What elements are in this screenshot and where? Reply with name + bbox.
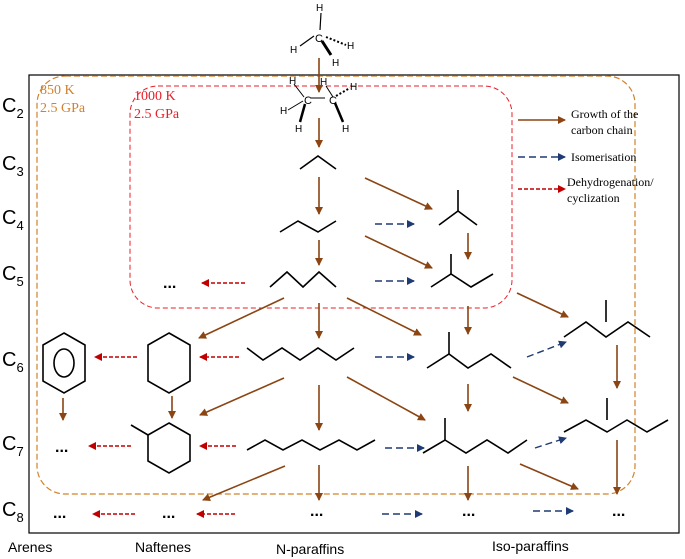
ethane-hydrogen: H bbox=[289, 76, 296, 87]
growth-arrow bbox=[346, 376, 426, 421]
hexane-molecule bbox=[246, 347, 355, 361]
legend-dehydrogenation-label-line1: Dehydrogenation/ bbox=[567, 175, 654, 189]
isomerisation-arrow bbox=[534, 436, 567, 449]
ethane-carbon-2: C bbox=[329, 95, 337, 107]
ethane-molecule: C C H H H H H H bbox=[280, 76, 357, 135]
pentane-molecule bbox=[269, 270, 337, 289]
legend-isomerisation-label: Isomerisation bbox=[571, 150, 636, 164]
legend-growth-label-line1: Growth of the bbox=[571, 107, 638, 121]
c8-arene-ellipsis: ... bbox=[53, 505, 66, 522]
ethane-hydrogen: H bbox=[342, 124, 349, 135]
butane-molecule bbox=[279, 220, 337, 233]
outer-region-pressure: 2.5 GPa bbox=[40, 101, 86, 116]
growth-arrow bbox=[512, 376, 569, 404]
growth-arrow bbox=[364, 177, 433, 210]
legend-dehydrogenation-label-line2: cyclization bbox=[567, 191, 620, 205]
c8-iso-paraffin-ellipsis: ... bbox=[462, 503, 475, 520]
methane-hydrogen-top: H bbox=[316, 3, 323, 14]
column-label-naftenes: Naftenes bbox=[135, 539, 191, 555]
legend-growth-label-line2: carbon chain bbox=[571, 123, 633, 137]
ethane-hydrogen: H bbox=[280, 106, 287, 117]
isohexane-molecule bbox=[426, 332, 512, 369]
isoheptane-molecule bbox=[422, 418, 528, 454]
ethane-hydrogen: H bbox=[295, 124, 302, 135]
c8-branched-iso-paraffin-ellipsis: ... bbox=[612, 503, 625, 520]
carbon-label-c4: C4 bbox=[2, 207, 24, 233]
inner-region-pressure: 2.5 GPa bbox=[134, 107, 180, 122]
column-label-n-paraffins: N-paraffins bbox=[276, 541, 344, 557]
c8-naftene-ellipsis: ... bbox=[162, 505, 175, 522]
carbon-label-c7: C7 bbox=[2, 433, 24, 459]
carbon-label-c6: C6 bbox=[2, 349, 24, 375]
growth-arrow bbox=[516, 292, 569, 318]
c8-n-paraffin-ellipsis: ... bbox=[310, 503, 323, 520]
isopentane-molecule bbox=[430, 254, 494, 288]
isomerisation-arrow bbox=[526, 340, 567, 358]
ethane-hydrogen: H bbox=[350, 82, 357, 93]
column-label-iso-paraffins: Iso-paraffins bbox=[492, 538, 569, 554]
benzene-molecule bbox=[42, 332, 86, 394]
diagram-frame bbox=[28, 74, 680, 534]
carbon-label-c8: C8 bbox=[2, 499, 24, 525]
inner-region-temperature: 1000 K bbox=[134, 89, 176, 104]
methylcyclohexane-molecule bbox=[130, 422, 191, 474]
methane-molecule: C H H H H bbox=[290, 3, 354, 69]
3-methylhexane-molecule bbox=[563, 398, 669, 433]
growth-arrow bbox=[202, 465, 286, 502]
growth-arrow bbox=[364, 235, 433, 269]
growth-arrow bbox=[198, 297, 285, 339]
c7-arene-ellipsis: ... bbox=[55, 439, 68, 456]
carbon-label-c5: C5 bbox=[2, 263, 24, 289]
propane-molecule bbox=[299, 155, 337, 170]
ethane-hydrogen: H bbox=[320, 77, 327, 88]
region-850k-boundary bbox=[36, 75, 636, 495]
methane-carbon-atom: C bbox=[315, 33, 323, 45]
carbon-label-c3: C3 bbox=[2, 153, 24, 179]
benzene-aromatic-ring bbox=[53, 348, 75, 378]
3-methylpentane-molecule bbox=[563, 300, 651, 338]
growth-arrow bbox=[199, 377, 285, 416]
methane-hydrogen-right: H bbox=[347, 41, 354, 52]
carbon-label-c2: C2 bbox=[2, 95, 24, 121]
methane-hydrogen-left: H bbox=[290, 45, 297, 56]
heptane-molecule bbox=[246, 439, 376, 451]
cyclohexane-molecule bbox=[147, 332, 191, 394]
growth-arrow bbox=[519, 463, 579, 490]
c5-arene-ellipsis: ... bbox=[163, 275, 176, 292]
column-label-arenes: Arenes bbox=[8, 539, 52, 555]
growth-arrow bbox=[346, 297, 422, 336]
isobutane-molecule bbox=[438, 190, 478, 226]
methane-hydrogen-front: H bbox=[332, 58, 339, 69]
outer-region-temperature: 850 K bbox=[40, 83, 75, 98]
ethane-carbon-1: C bbox=[304, 95, 312, 107]
